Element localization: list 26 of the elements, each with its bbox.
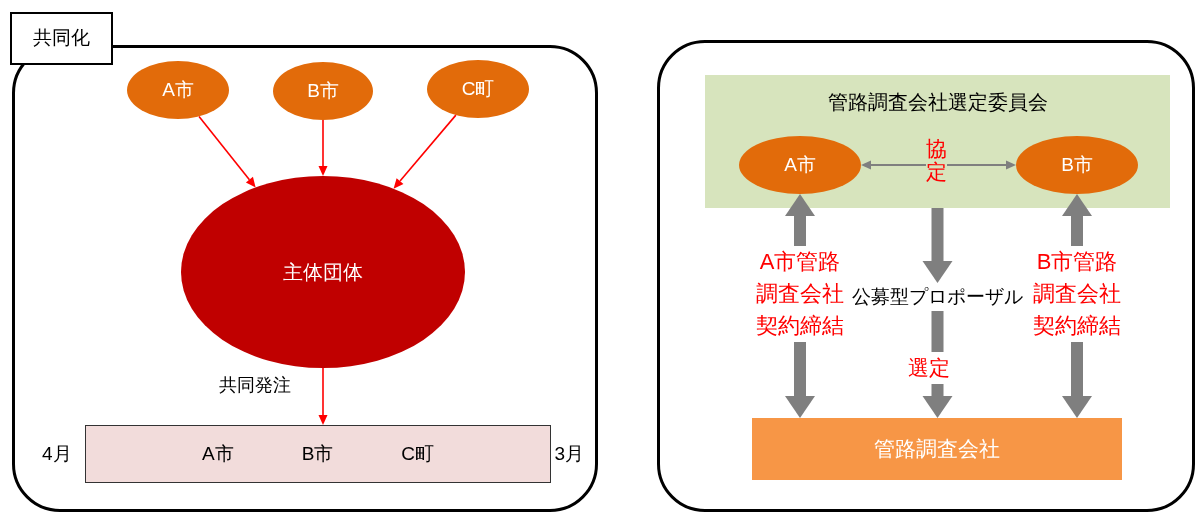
node-label: 主体団体 bbox=[283, 260, 363, 285]
node-label: A市 bbox=[784, 152, 816, 177]
edge-label: 協定 bbox=[926, 137, 947, 184]
panel-frame bbox=[657, 40, 1195, 512]
month-label: 3月 bbox=[554, 442, 584, 466]
bar-entry: A市 bbox=[201, 441, 234, 466]
node-label: A市 bbox=[162, 77, 194, 102]
proposal-text: 公募型プロポーザル bbox=[852, 283, 1023, 311]
node-label: B市 bbox=[307, 78, 339, 103]
arrow bbox=[393, 114, 457, 189]
arrow bbox=[318, 119, 328, 176]
bar-entry: B市 bbox=[301, 441, 334, 466]
node-title: 管路調査会社選定委員会 bbox=[827, 90, 1048, 115]
node-label: 管路調査会社 bbox=[874, 436, 1000, 463]
company-box bbox=[752, 418, 1122, 480]
bar-entry: C町 bbox=[401, 441, 435, 466]
arrow bbox=[198, 115, 256, 188]
edge-label: A市管路調査会社契約締結 bbox=[754, 246, 846, 342]
committee-box bbox=[705, 75, 1170, 208]
tab-label: 共同化 bbox=[10, 12, 113, 65]
arrow bbox=[922, 208, 953, 283]
node-label: B市 bbox=[1061, 152, 1093, 177]
node-label: C町 bbox=[461, 76, 495, 101]
month-label: 4月 bbox=[42, 442, 72, 466]
edge-label: B市管路調査会社契約締結 bbox=[1031, 246, 1123, 342]
arrow bbox=[318, 367, 328, 425]
